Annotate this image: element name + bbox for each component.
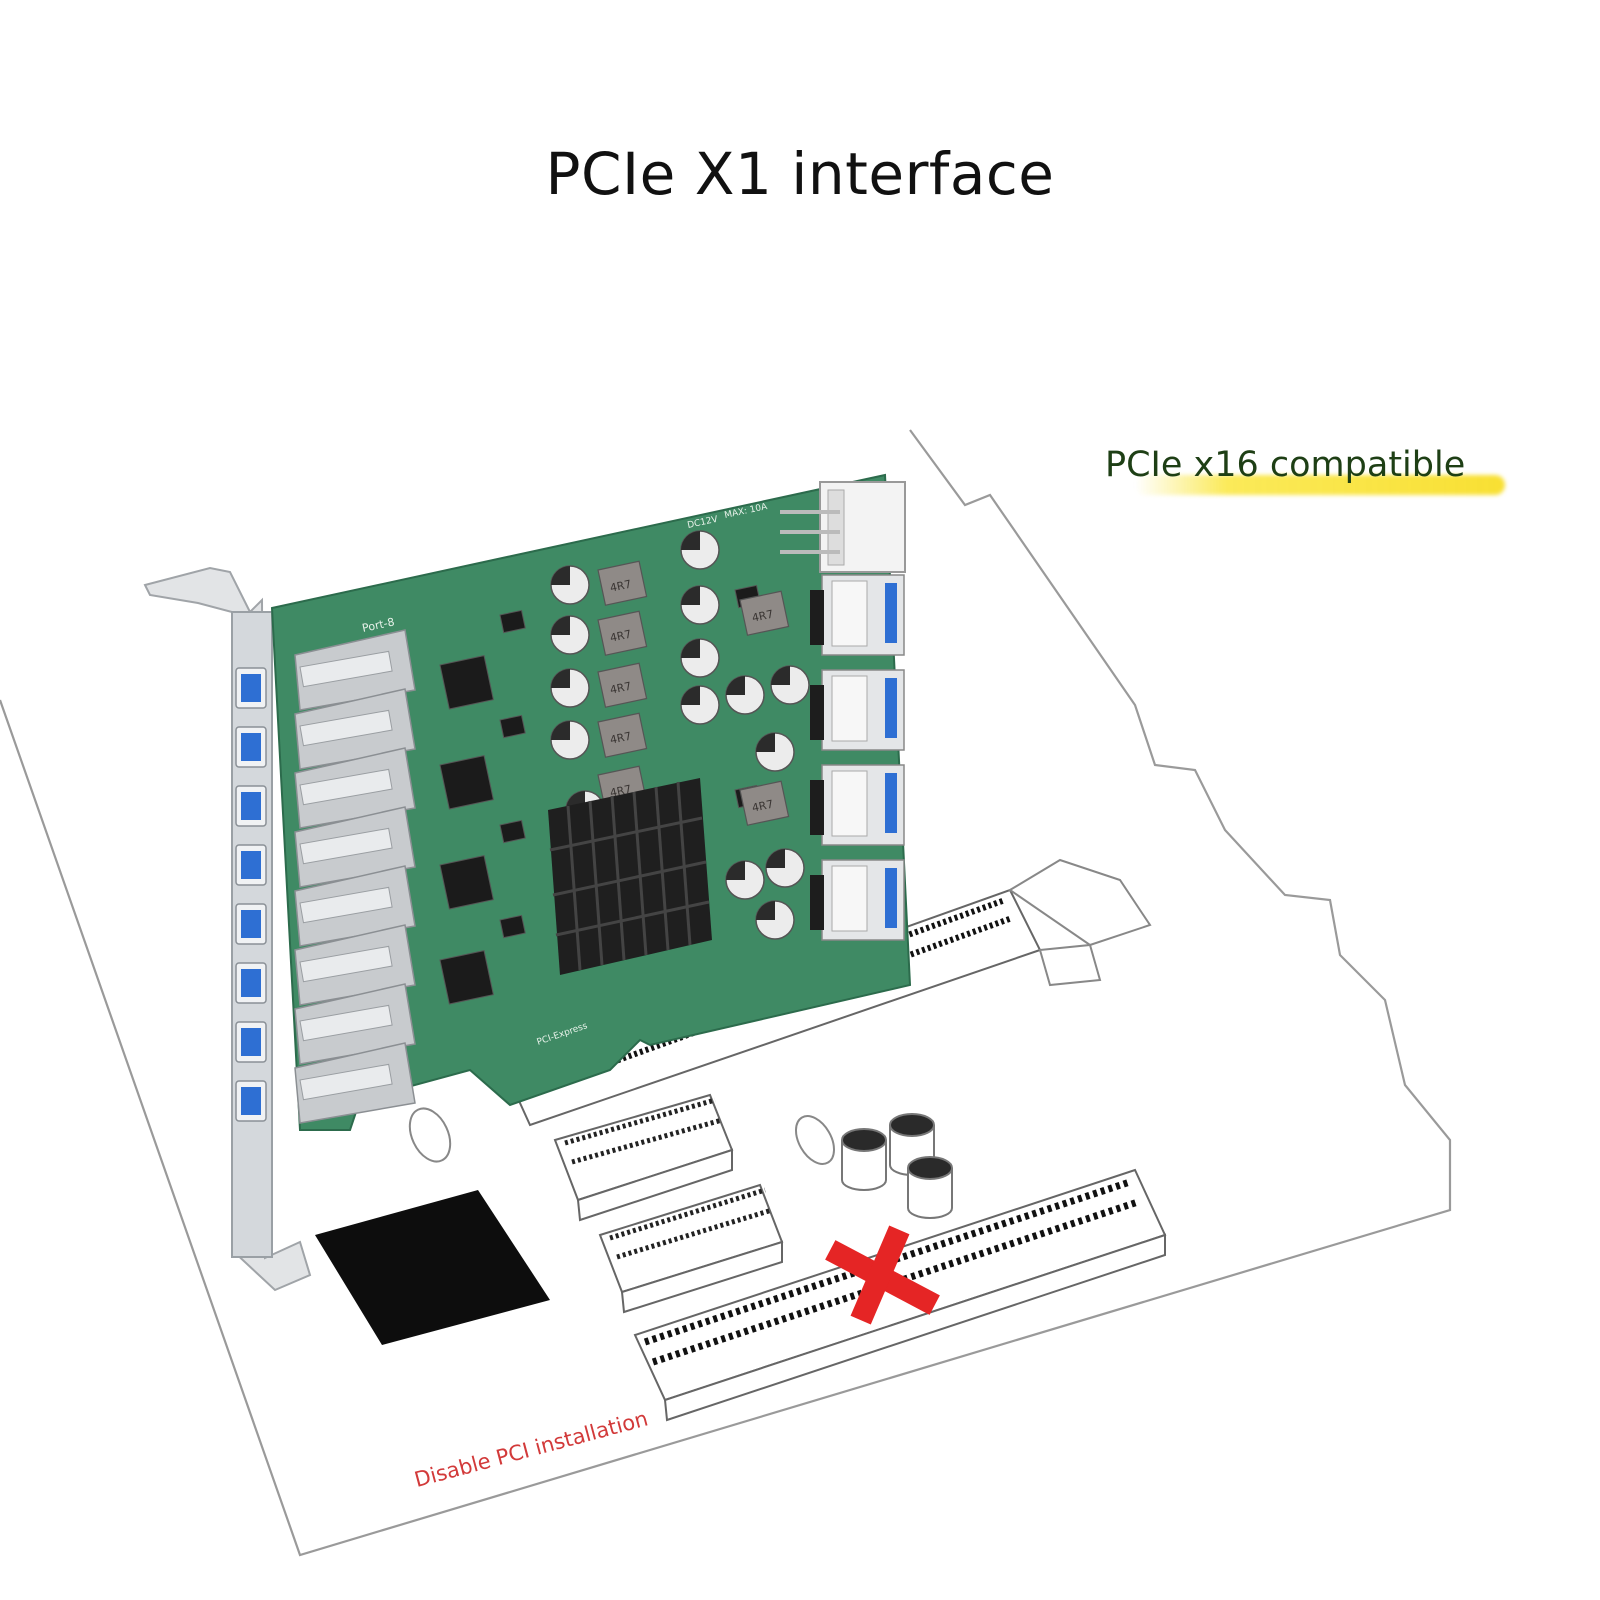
internal-usb-connectors (294, 629, 416, 1124)
svg-text:4R7: 4R7 (609, 578, 633, 595)
power-connector (780, 481, 906, 573)
svg-text:4R7: 4R7 (751, 798, 775, 815)
motherboard-chip (315, 1190, 550, 1345)
standoff-left (408, 1107, 452, 1163)
svg-text:4R7: 4R7 (609, 628, 633, 645)
compatibility-callout: PCIe x16 compatible (1105, 445, 1505, 505)
chip-7 (499, 819, 526, 844)
bracket-usb-ports (235, 667, 267, 1122)
inductor-4 (597, 712, 648, 758)
pcie-x1-slot-lower (598, 1183, 784, 1314)
heatsink (548, 778, 712, 975)
compatibility-label: PCIe x16 compatible (1105, 445, 1466, 485)
inductor-3 (597, 662, 648, 708)
chip-2 (439, 755, 494, 810)
motherboard-outline (0, 429, 1452, 1557)
page-title: PCIe X1 interface (545, 140, 1055, 208)
chip-3 (439, 855, 494, 910)
onboard-usb-ports (810, 574, 905, 941)
pcie-x1-slot-upper (553, 1093, 734, 1222)
chip-4 (439, 950, 494, 1005)
svg-text:4R7: 4R7 (751, 608, 775, 625)
inductor-1 (597, 560, 648, 606)
chip-6 (499, 714, 526, 739)
svg-text:4R7: 4R7 (609, 680, 633, 697)
forbidden-x-mark (825, 1225, 940, 1325)
chip-1 (439, 655, 494, 710)
inductor-2 (597, 610, 648, 656)
svg-text:4R7: 4R7 (609, 730, 633, 747)
highlight-marker (1135, 475, 1505, 495)
motherboard-capacitors (841, 1113, 953, 1219)
chip-5 (499, 609, 526, 634)
inductor-7 (739, 780, 790, 826)
chip-8 (499, 914, 526, 939)
inductor-6 (739, 590, 790, 636)
